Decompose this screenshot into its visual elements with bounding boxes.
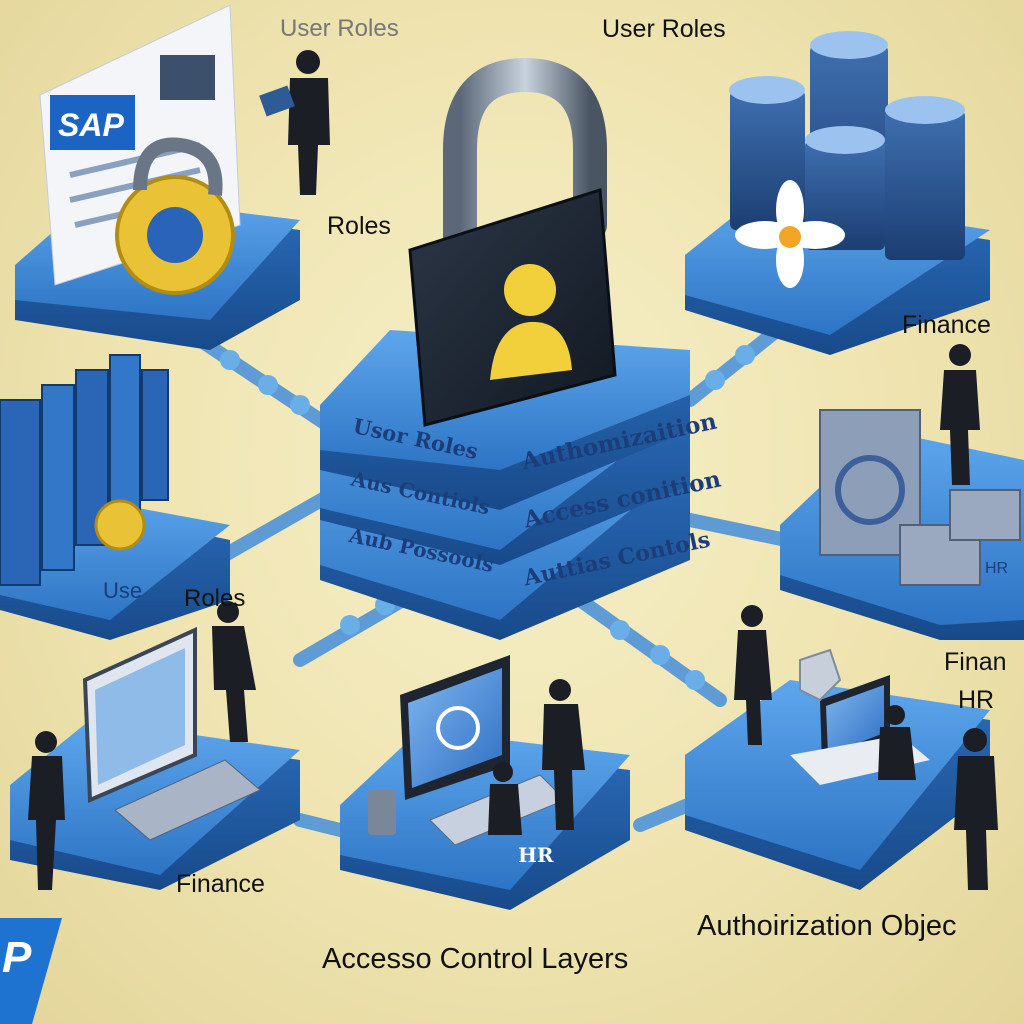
label-user-roles-top: User Roles — [602, 15, 726, 43]
label-finance-right-cut: Finan — [944, 648, 1007, 676]
shield-icon — [799, 648, 842, 702]
platform-left — [0, 354, 230, 640]
platform-top-left: SAP — [15, 4, 300, 350]
person-woman-right — [734, 605, 772, 745]
pipe-joints — [220, 345, 755, 690]
platform-bottom-right — [685, 648, 990, 890]
label-finance-bottom: Finance — [176, 870, 265, 898]
label-hr-right: HR — [958, 686, 995, 714]
label-roles-mid: Roles — [184, 585, 246, 612]
platform-top-right — [685, 31, 990, 355]
user-head-icon — [504, 264, 556, 316]
pen-cup-icon — [368, 790, 396, 835]
platform-bottom-middle: HR — [340, 655, 630, 910]
flower-icon — [735, 180, 845, 288]
label-hr-small: HR — [985, 560, 1009, 577]
central-padlock-icon — [408, 57, 617, 427]
monitor-icon — [82, 626, 261, 841]
gear-lock-icon — [115, 137, 235, 295]
sap-corner-logo: P — [0, 918, 62, 1024]
people-figures — [28, 50, 998, 890]
person-bottom-middle-standing — [542, 679, 585, 830]
label-user-roles-faint: User Roles — [280, 15, 399, 42]
hr-monitor-label: HR — [518, 843, 554, 867]
database-stacks-icon — [729, 31, 965, 260]
label-authorization-object: Authoirization Objec — [697, 910, 957, 942]
person-roles — [212, 601, 256, 742]
person-bottom-left — [28, 731, 65, 890]
person-right-upper — [940, 344, 980, 485]
person-top — [259, 50, 330, 195]
sap-logo: SAP — [58, 107, 124, 143]
person-far-right — [954, 728, 998, 890]
label-user-left: Use — [103, 578, 143, 603]
label-access-control-layers: Accesso Control Layers — [322, 943, 629, 975]
label-finance-right: Finance — [902, 311, 991, 339]
platform-right — [780, 409, 1024, 640]
central-access-stack — [320, 57, 690, 640]
user-body-icon — [490, 321, 572, 380]
server-blocks-icon — [819, 409, 1021, 586]
platform-bottom-left — [10, 626, 300, 890]
svg-text:P: P — [2, 933, 32, 982]
binders-icon — [0, 354, 169, 586]
label-roles-upper: Roles — [327, 212, 391, 240]
person-bottom-middle-seated — [488, 762, 522, 835]
gear-icon — [94, 499, 146, 551]
person-bottom-right-seated — [878, 705, 916, 780]
